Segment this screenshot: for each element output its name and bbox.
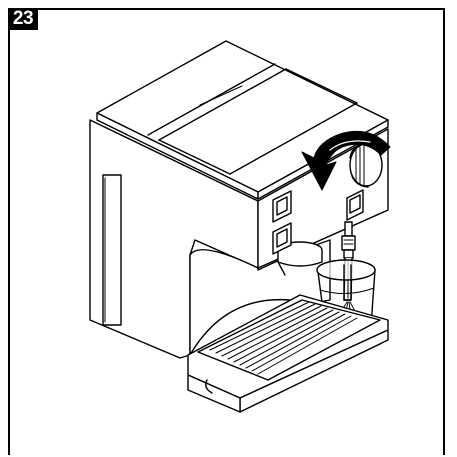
coffee-switch[interactable] bbox=[272, 222, 292, 255]
figure-panel bbox=[8, 8, 445, 455]
steam-switch[interactable] bbox=[346, 189, 364, 221]
rotate-counterclockwise-arrow-icon bbox=[301, 130, 391, 191]
switch-panel bbox=[272, 189, 364, 255]
step-number-badge: 23 bbox=[8, 8, 38, 30]
power-switch[interactable] bbox=[272, 190, 292, 223]
drip-tray bbox=[187, 294, 389, 413]
